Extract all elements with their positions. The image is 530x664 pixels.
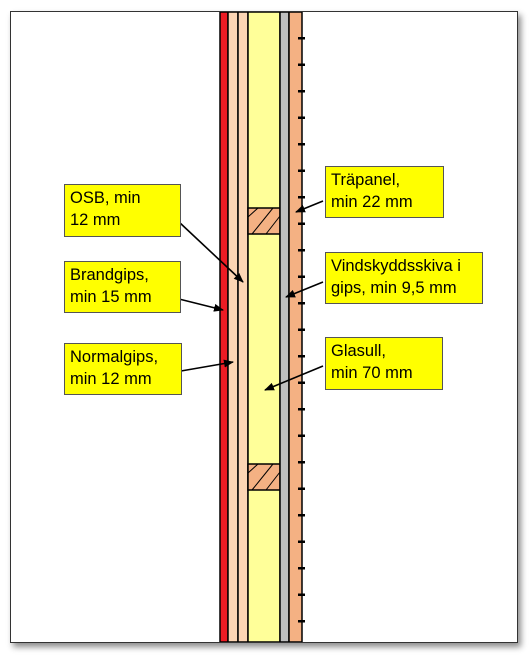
label-brandgips: Brandgips, min 15 mm	[64, 261, 181, 313]
label-osb-line2: 12 mm	[70, 211, 121, 229]
batten-mark	[298, 461, 305, 464]
diagram-frame: OSB, min 12 mm Brandgips, min 15 mm Norm…	[10, 11, 518, 643]
batten-mark	[298, 196, 305, 199]
batten-mark	[298, 355, 305, 358]
arrow-brandgips	[178, 298, 224, 312]
batten-mark	[298, 593, 305, 596]
stud-top	[247, 207, 281, 235]
batten-mark	[298, 487, 305, 490]
batten-mark	[298, 222, 305, 225]
wood-panel-battens	[298, 37, 305, 623]
label-trapanel-line1: Träpanel,	[331, 171, 401, 189]
batten-mark	[298, 249, 305, 252]
label-trapanel-line2: min 22 mm	[331, 193, 413, 211]
wood-panel-layer	[288, 12, 303, 642]
batten-mark	[298, 620, 305, 623]
label-osb: OSB, min 12 mm	[64, 184, 181, 237]
label-glasull-line2: min 70 mm	[331, 364, 413, 382]
batten-mark	[298, 567, 305, 570]
wall-section-diagram	[178, 12, 324, 642]
arrow-osb	[178, 221, 244, 283]
batten-mark	[298, 143, 305, 146]
batten-mark	[298, 434, 305, 437]
glass-wool-layer	[247, 12, 281, 642]
batten-mark	[298, 514, 305, 517]
arrow-glasull	[264, 365, 324, 391]
batten-mark	[298, 90, 305, 93]
normal-gypsum-layer	[227, 12, 239, 642]
label-vindskydd: Vindskyddsskiva i gips, min 9,5 mm	[325, 252, 483, 304]
batten-mark	[298, 408, 305, 411]
arrow-vindskydd	[285, 281, 324, 298]
batten-mark	[298, 116, 305, 119]
label-osb-line1: OSB, min	[70, 189, 141, 207]
label-brandgips-line1: Brandgips,	[70, 266, 149, 284]
label-trapanel: Träpanel, min 22 mm	[325, 166, 444, 218]
batten-mark	[298, 37, 305, 40]
wind-barrier-layer	[279, 12, 290, 642]
arrow-trapanel	[295, 200, 324, 213]
label-glasull-line1: Glasull,	[331, 342, 387, 360]
batten-mark	[298, 63, 305, 66]
label-normalgips: Normalgips, min 12 mm	[64, 343, 182, 395]
osb-layer	[237, 12, 249, 642]
arrow-normalgips	[180, 359, 234, 372]
label-vindskydd-line1: Vindskyddsskiva i	[331, 257, 461, 275]
batten-mark	[298, 540, 305, 543]
batten-mark	[298, 275, 305, 278]
label-normalgips-line2: min 12 mm	[70, 370, 152, 388]
batten-mark	[298, 302, 305, 305]
label-normalgips-line1: Normalgips,	[70, 348, 159, 366]
label-vindskydd-line2: gips, min 9,5 mm	[331, 279, 457, 297]
batten-mark	[298, 328, 305, 331]
stud-bottom	[247, 463, 281, 491]
label-glasull: Glasull, min 70 mm	[325, 337, 443, 390]
batten-mark	[298, 381, 305, 384]
fire-gypsum-layer	[219, 12, 229, 642]
label-brandgips-line2: min 15 mm	[70, 288, 152, 306]
batten-mark	[298, 169, 305, 172]
